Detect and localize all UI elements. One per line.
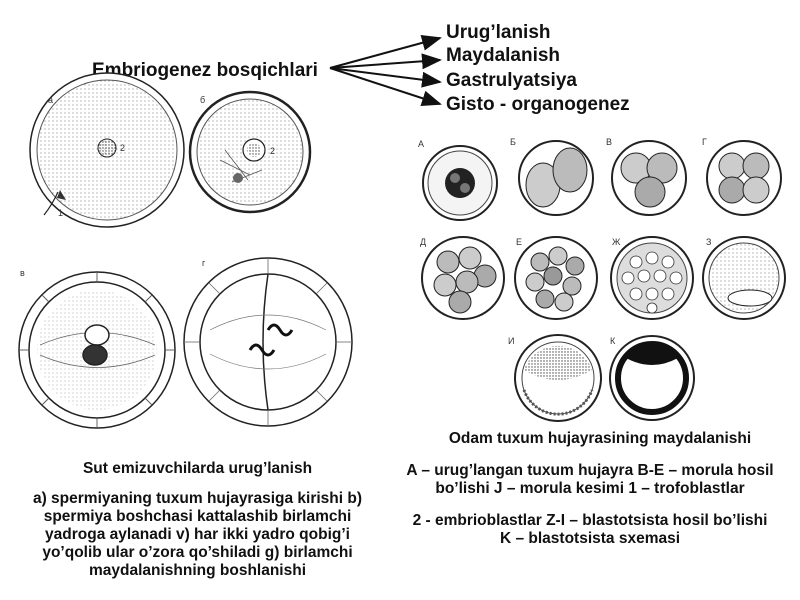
fig-label-B: Б <box>510 137 516 147</box>
fig-v-egg <box>18 271 176 429</box>
stage-3: Gastrulyatsiya <box>446 70 577 91</box>
right-caption-line-1: A – urug’langan tuxum hujayra B-E – moru… <box>406 462 774 479</box>
cleavage-b-two-cell <box>518 140 594 216</box>
left-caption-line-3: yadroga aylanadi v) har ikki yadro qobig… <box>45 526 350 543</box>
right-caption-title: Odam tuxum hujayrasining maydalanishi <box>448 430 752 447</box>
fig-label-A: А <box>418 139 425 149</box>
right-caption-line-4: K – blastotsista sxemasi <box>499 530 681 547</box>
left-caption-line-1: a) spermiyaning tuxum hujayrasiga kirish… <box>32 490 363 507</box>
right-caption-body-1: A – urug’langan tuxum hujayra B-E – moru… <box>385 462 795 498</box>
fig-label-K: К <box>610 336 616 346</box>
fig-label-I: И <box>508 336 515 346</box>
right-caption-line-3: 2 - embrioblastlar Z-I – blastotsista ho… <box>412 512 768 529</box>
stage-4: Gisto - organogenez <box>446 94 630 115</box>
fig-label-V: В <box>606 137 613 147</box>
left-caption-line-2: spermiya boshchasi kattalashib birlamchi <box>43 508 352 525</box>
fig-label-D: Д <box>420 237 427 247</box>
part-label-2a: 2 <box>120 143 126 153</box>
fig-label-v: в <box>20 268 25 278</box>
cleavage-k-blastocyst-scheme <box>609 335 695 421</box>
left-caption-body: a) spermiyaning tuxum hujayrasiga kirish… <box>10 490 385 580</box>
left-caption-title: Sut emizuvchilarda urug’lanish <box>82 460 313 477</box>
cleavage-c-three-cell <box>611 140 687 216</box>
page-title: Embriogenez bosqichlari <box>92 60 318 81</box>
arrow-to-stage-3 <box>329 67 442 88</box>
left-caption-line-4: yo’qolib ular o’zora qo’shiladi g) birla… <box>42 544 353 561</box>
right-caption-body-2: 2 - embrioblastlar Z-I – blastotsista ho… <box>385 512 795 548</box>
part-label-1: 1 <box>58 208 64 218</box>
fig-label-b: б <box>200 95 206 105</box>
fig-g-egg <box>183 257 353 427</box>
fig-label-E: Е <box>516 237 523 247</box>
arrow-to-stage-2 <box>329 53 442 70</box>
cleavage-a-zygote <box>422 145 498 221</box>
arrow-to-stage-4 <box>329 67 442 107</box>
arrow-to-stage-1 <box>329 35 442 69</box>
cleavage-h-blastocyst-forming <box>702 236 786 320</box>
cleavage-d-four-cell <box>706 140 782 216</box>
cleavage-e-morula <box>421 236 505 320</box>
fig-label-a: а <box>48 95 54 105</box>
stage-2: Maydalanish <box>446 45 561 66</box>
cleavage-g-morula-section <box>610 236 694 320</box>
fig-label-Zh: Ж <box>612 237 621 247</box>
fig-label-Z: З <box>706 237 712 247</box>
part-label-2b: 2 <box>270 146 276 156</box>
fig-label-g: г <box>202 258 206 268</box>
right-caption-line-2: bo’lishi J – morula kesimi 1 – trofoblas… <box>435 480 745 497</box>
fig-label-G: Г <box>702 137 707 147</box>
cleavage-i-blastocyst <box>514 334 602 422</box>
cleavage-f-morula <box>514 236 598 320</box>
fig-b-egg <box>188 90 312 214</box>
left-caption-line-5: maydalanishning boshlanishi <box>88 562 307 579</box>
fig-a-egg <box>29 72 185 228</box>
stage-1: Urug’lanish <box>446 22 551 43</box>
